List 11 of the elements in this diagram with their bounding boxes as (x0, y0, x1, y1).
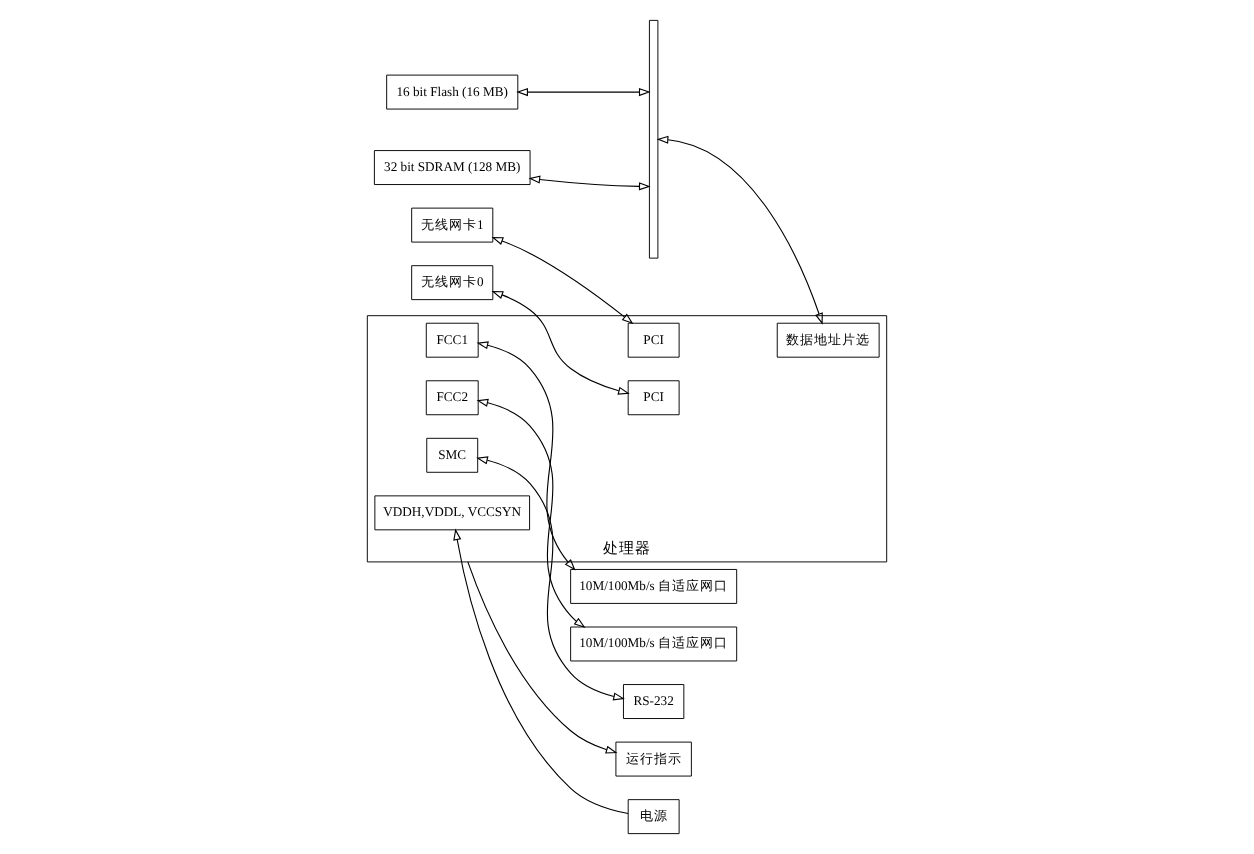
arrow (491, 291, 630, 395)
arrow (528, 175, 651, 191)
arrow (467, 561, 618, 754)
arrow (476, 398, 586, 628)
arrow (476, 456, 625, 701)
arrow (476, 341, 576, 571)
node-bar (648, 19, 659, 259)
arrow (516, 88, 651, 97)
arrow (656, 135, 823, 325)
arrow (491, 236, 634, 325)
arrow (453, 528, 629, 815)
